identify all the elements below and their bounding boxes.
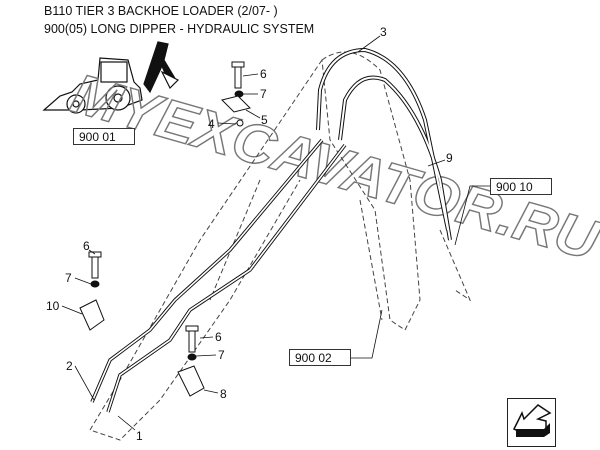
callout-10[interactable]: 10 [46,299,60,313]
bolt-clamp-set-bottom [177,325,205,397]
callout-7-left[interactable]: 7 [65,271,72,285]
watermark: MYEXCAVATOR.RU [65,61,600,272]
callout-2[interactable]: 2 [66,359,73,373]
callout-6-bottom[interactable]: 6 [215,330,222,344]
callout-1[interactable]: 1 [136,429,143,443]
section-title: 900(05) LONG DIPPER - HYDRAULIC SYSTEM [44,22,315,36]
callout-7-top[interactable]: 7 [260,87,267,101]
reference-900-01[interactable]: 900 01 [73,128,135,145]
callout-8[interactable]: 8 [220,387,227,401]
model-title: B110 TIER 3 BACKHOE LOADER (2/07- ) [44,4,278,18]
dipper-outline [89,51,472,441]
arrow-back-icon [512,404,552,437]
callout-6-top[interactable]: 6 [260,67,267,81]
callout-5[interactable]: 5 [261,113,268,127]
callout-3[interactable]: 3 [380,25,387,39]
backhoe-loader-thumbnail [42,41,180,114]
reference-900-10[interactable]: 900 10 [490,178,552,195]
back-navigation-button[interactable] [507,398,556,447]
callout-6-left[interactable]: 6 [83,239,90,253]
bolt-clamp-set-left [79,251,105,331]
callout-7-bottom[interactable]: 7 [218,348,225,362]
callout-4[interactable]: 4 [208,117,215,131]
callout-9[interactable]: 9 [446,151,453,165]
reference-900-02[interactable]: 900 02 [289,349,351,366]
leader-lines [61,35,490,431]
